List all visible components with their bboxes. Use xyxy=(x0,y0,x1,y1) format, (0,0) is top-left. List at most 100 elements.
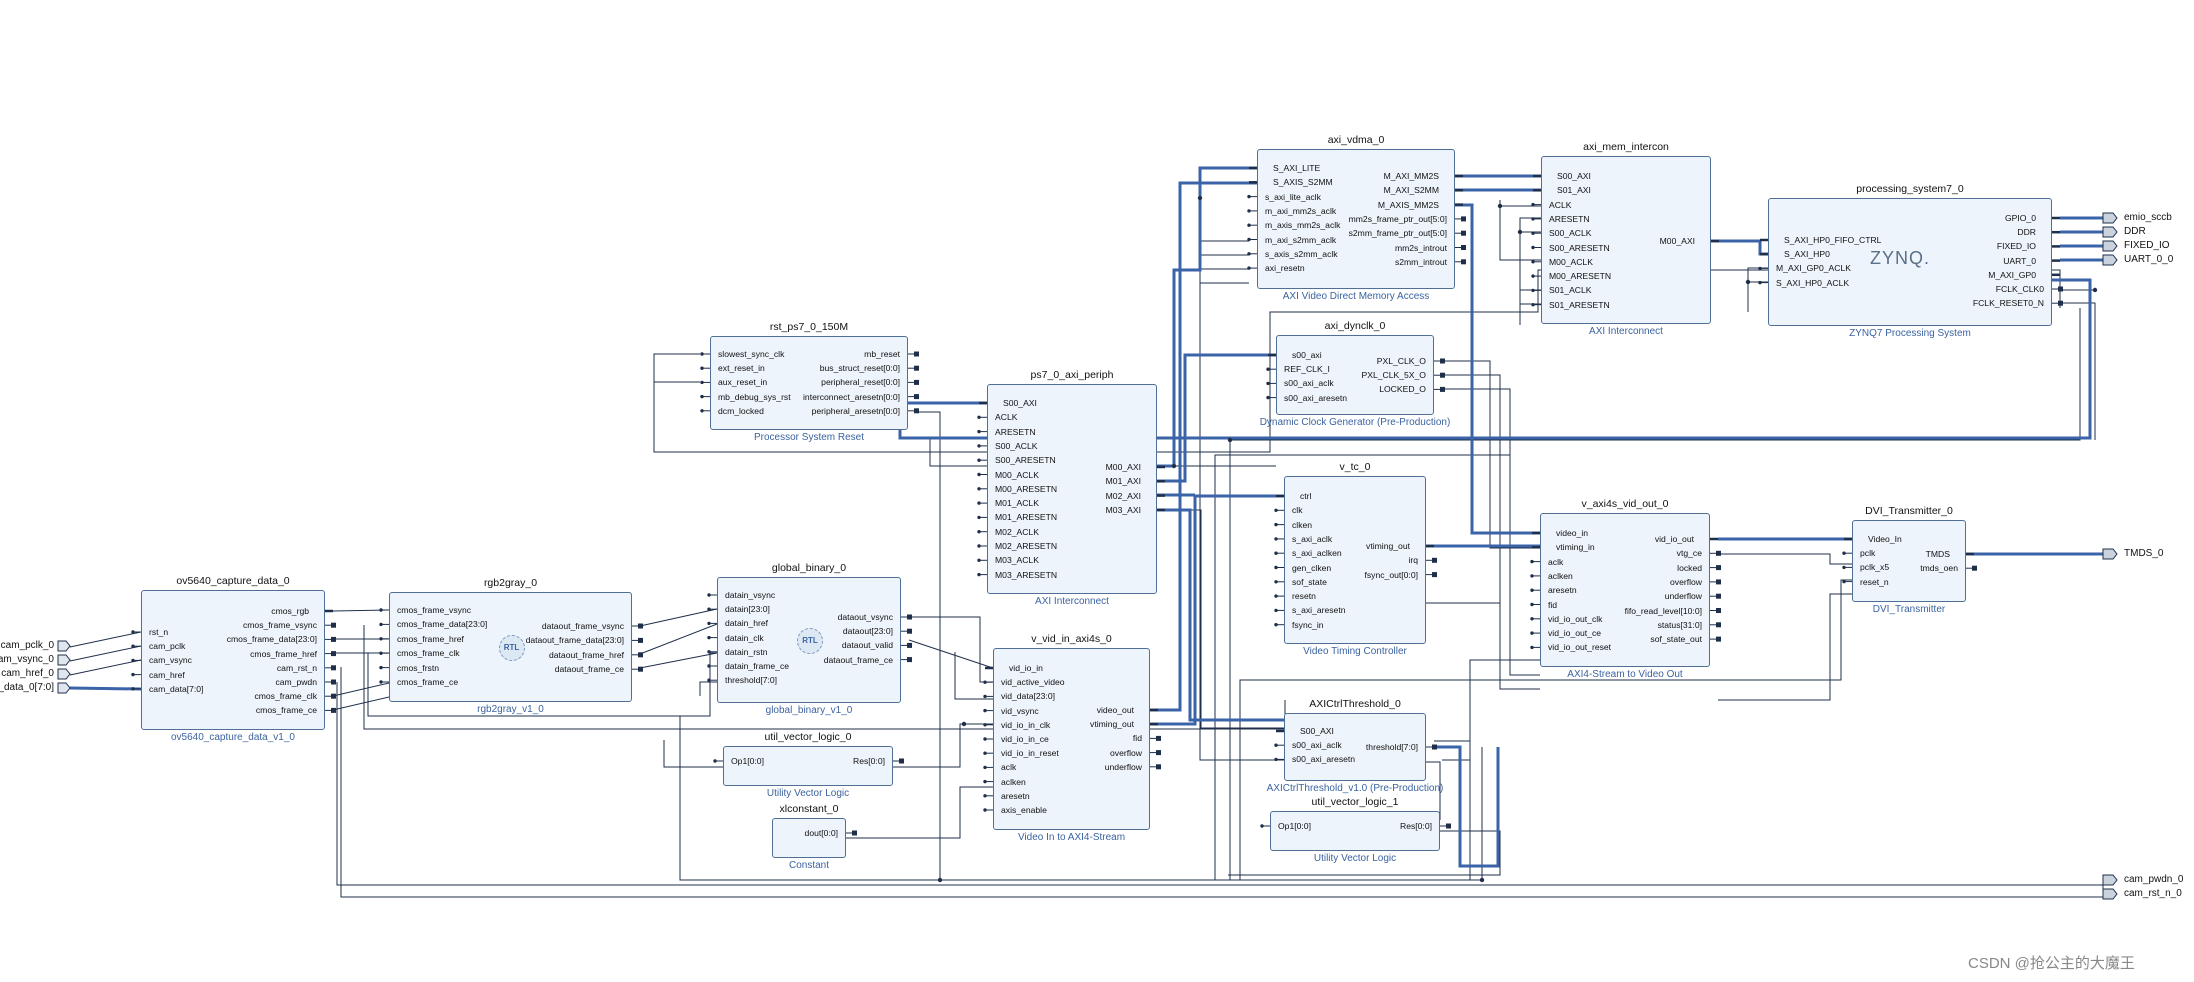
port-vid-out-in-2[interactable]: aclk xyxy=(1548,556,1564,567)
port-axi-periph-out-3[interactable]: M03_AXI xyxy=(1105,504,1141,515)
port-util2-out-0[interactable]: Res[0:0] xyxy=(1399,821,1432,831)
port-ov5640-in-3[interactable]: cam_href xyxy=(149,669,185,680)
port-global-binary-in-2[interactable]: datain_href xyxy=(725,618,769,629)
port-rst-ps7-out-2[interactable]: peripheral_reset[0:0] xyxy=(821,377,900,388)
port-dynclk-out-2[interactable]: LOCKED_O xyxy=(1379,384,1426,395)
input-port-cam-href[interactable]: cam_href_0 xyxy=(1,668,54,679)
port-vdma-in-0[interactable]: S_AXI_LITE xyxy=(1273,163,1321,173)
port-rgb2gray-in-2[interactable]: cmos_frame_href xyxy=(397,633,464,644)
port-vid-out-out-3[interactable]: overflow xyxy=(1670,576,1702,587)
block-util1[interactable] xyxy=(723,746,893,786)
port-vid-out-out-7[interactable]: sof_state_out xyxy=(1650,634,1702,645)
port-vtc-in-7[interactable]: resetn xyxy=(1292,591,1316,602)
port-axi-periph-in-0[interactable]: S00_AXI xyxy=(1003,398,1037,408)
port-vtc-in-3[interactable]: s_axi_aclk xyxy=(1292,533,1333,544)
port-vtc-in-4[interactable]: s_axi_aclken xyxy=(1292,548,1342,559)
port-vid-out-out-1[interactable]: vtg_ce xyxy=(1676,548,1702,559)
port-rst-ps7-in-2[interactable]: aux_reset_in xyxy=(718,377,768,388)
port-vtc-out-2[interactable]: fsync_out[0:0] xyxy=(1364,569,1418,580)
port-mem-ic-in-1[interactable]: S01_AXI xyxy=(1557,185,1591,196)
port-vid-in-out-1[interactable]: vtiming_out xyxy=(1090,719,1134,730)
port-vtc-in-0[interactable]: ctrl xyxy=(1300,491,1312,501)
port-vdma-in-4[interactable]: m_axis_mm2s_aclk xyxy=(1265,220,1341,231)
port-mem-ic-in-4[interactable]: S00_ACLK xyxy=(1549,228,1592,239)
port-vtc-in-5[interactable]: gen_clken xyxy=(1292,562,1332,573)
port-ps7-out-4[interactable]: M_AXI_GP0 xyxy=(1988,269,2036,280)
port-rst-ps7-out-3[interactable]: interconnect_aresetn[0:0] xyxy=(803,391,900,402)
port-global-binary-in-5[interactable]: datain_frame_ce xyxy=(725,661,790,671)
port-vid-out-out-5[interactable]: fifo_read_level[10:0] xyxy=(1624,605,1702,616)
port-util1-out-0[interactable]: Res[0:0] xyxy=(852,756,885,766)
port-vid-in-in-0[interactable]: vid_io_in xyxy=(1009,663,1043,673)
port-global-binary-out-0[interactable]: dataout_vsync xyxy=(837,612,893,622)
port-ps7-out-0[interactable]: GPIO_0 xyxy=(2004,213,2036,223)
port-ov5640-out-2[interactable]: cmos_frame_data[23:0] xyxy=(226,634,317,645)
port-vdma-out-0[interactable]: M_AXI_MM2S xyxy=(1383,171,1439,181)
port-rst-ps7-in-1[interactable]: ext_reset_in xyxy=(718,363,765,374)
port-rgb2gray-out-1[interactable]: dataout_frame_data[23:0] xyxy=(525,635,624,646)
port-vid-out-in-8[interactable]: vid_io_out_reset xyxy=(1548,642,1612,653)
port-axi-periph-in-5[interactable]: M00_ACLK xyxy=(995,469,1039,480)
port-axi-periph-in-1[interactable]: ACLK xyxy=(995,412,1018,423)
port-axi-periph-in-9[interactable]: M02_ACLK xyxy=(995,526,1039,537)
port-mem-ic-out-0[interactable]: M00_AXI xyxy=(1659,236,1695,246)
input-port-cam-vsync[interactable]: cam_vsync_0 xyxy=(0,654,54,665)
port-dynclk-in-2[interactable]: s00_axi_aclk xyxy=(1284,378,1334,389)
port-dvi-in-1[interactable]: pclk xyxy=(1860,548,1876,559)
port-dynclk-in-1[interactable]: REF_CLK_I xyxy=(1284,364,1330,375)
port-axi-periph-out-1[interactable]: M01_AXI xyxy=(1105,476,1141,487)
port-vdma-out-2[interactable]: M_AXIS_MM2S xyxy=(1377,199,1439,210)
port-rgb2gray-out-3[interactable]: dataout_frame_ce xyxy=(554,664,624,675)
port-axictrl-in-1[interactable]: s00_axi_aclk xyxy=(1292,740,1342,751)
port-axi-periph-in-4[interactable]: S00_ARESETN xyxy=(995,455,1056,466)
port-vid-in-out-3[interactable]: overflow xyxy=(1110,747,1142,758)
port-ov5640-out-3[interactable]: cmos_frame_href xyxy=(250,648,317,659)
output-port-cam-rst-n[interactable]: cam_rst_n_0 xyxy=(2124,888,2182,899)
port-axi-periph-out-2[interactable]: M02_AXI xyxy=(1105,490,1141,501)
input-port-cam-data[interactable]: cam_data_0[7:0] xyxy=(0,682,54,693)
port-vdma-out-6[interactable]: s2mm_introut xyxy=(1394,256,1447,267)
port-dynclk-out-0[interactable]: PXL_CLK_O xyxy=(1376,356,1426,366)
port-rst-ps7-out-1[interactable]: bus_struct_reset[0:0] xyxy=(819,363,900,374)
port-vtc-in-1[interactable]: clk xyxy=(1292,505,1303,516)
port-vdma-in-5[interactable]: m_axi_s2mm_aclk xyxy=(1265,234,1337,245)
port-rgb2gray-in-1[interactable]: cmos_frame_data[23:0] xyxy=(397,619,488,630)
port-global-binary-out-3[interactable]: dataout_frame_ce xyxy=(823,654,893,665)
port-xconst-out-0[interactable]: dout[0:0] xyxy=(804,828,838,838)
port-global-binary-in-1[interactable]: datain[23:0] xyxy=(725,604,770,615)
port-vid-in-in-3[interactable]: vid_vsync xyxy=(1001,705,1039,716)
port-vid-in-in-9[interactable]: aresetn xyxy=(1001,790,1030,801)
output-port-tmds[interactable]: TMDS_0 xyxy=(2124,548,2164,559)
port-axi-periph-in-6[interactable]: M00_ARESETN xyxy=(995,483,1058,494)
port-axi-periph-in-3[interactable]: S00_ACLK xyxy=(995,440,1038,451)
block-axi-periph[interactable] xyxy=(987,384,1157,594)
block-rst-ps7[interactable] xyxy=(710,336,908,430)
port-util2-in-0[interactable]: Op1[0:0] xyxy=(1278,821,1311,831)
port-ps7-out-1[interactable]: DDR xyxy=(2017,227,2036,238)
port-ov5640-out-1[interactable]: cmos_frame_vsync xyxy=(242,620,317,631)
port-vid-out-in-5[interactable]: fid xyxy=(1548,599,1558,610)
port-ov5640-in-1[interactable]: cam_pclk xyxy=(149,641,186,652)
port-global-binary-out-2[interactable]: dataout_valid xyxy=(841,640,893,651)
port-mem-ic-in-8[interactable]: S01_ACLK xyxy=(1549,285,1592,296)
port-vdma-out-4[interactable]: s2mm_frame_ptr_out[5:0] xyxy=(1348,228,1447,239)
port-vid-in-in-6[interactable]: vid_io_in_reset xyxy=(1001,748,1059,759)
block-ov5640[interactable] xyxy=(141,590,325,730)
port-axi-periph-in-11[interactable]: M03_ACLK xyxy=(995,555,1039,566)
block-vtc[interactable] xyxy=(1284,476,1426,644)
port-global-binary-in-0[interactable]: datain_vsync xyxy=(725,590,776,600)
port-vtc-in-6[interactable]: sof_state xyxy=(1292,576,1327,587)
port-ov5640-in-0[interactable]: rst_n xyxy=(149,627,169,637)
port-rst-ps7-out-0[interactable]: mb_reset xyxy=(864,349,900,359)
port-dvi-out-0[interactable]: TMDS xyxy=(1925,549,1950,559)
port-vid-in-in-7[interactable]: aclk xyxy=(1001,762,1017,773)
output-port-emio-sccb[interactable]: emio_sccb xyxy=(2124,212,2172,223)
port-rgb2gray-in-3[interactable]: cmos_frame_clk xyxy=(397,648,460,659)
block-xconst[interactable] xyxy=(772,818,846,858)
port-axi-periph-in-12[interactable]: M03_ARESETN xyxy=(995,569,1058,580)
port-rst-ps7-out-4[interactable]: peripheral_aresetn[0:0] xyxy=(811,405,900,416)
port-vid-in-in-2[interactable]: vid_data[23:0] xyxy=(1001,691,1055,702)
port-mem-ic-in-6[interactable]: M00_ACLK xyxy=(1549,256,1593,267)
port-ps7-in-3[interactable]: S_AXI_HP0_ACLK xyxy=(1776,277,1850,288)
block-axictrl[interactable] xyxy=(1284,713,1426,781)
